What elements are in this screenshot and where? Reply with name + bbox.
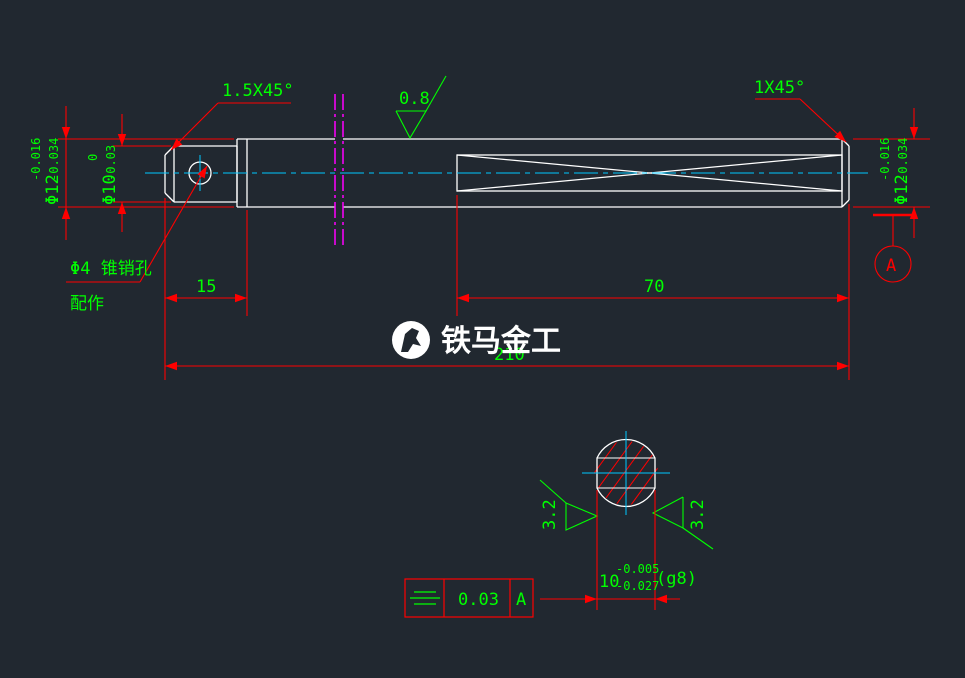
dia-right-lower: -0.034 [896, 138, 910, 181]
section-roughness-left: 3.2 [540, 499, 560, 530]
dia-left-inner-lower: -0.03 [104, 145, 118, 181]
section-width-upper: -0.005 [616, 562, 659, 576]
dia-left-inner-upper: 0 [86, 154, 100, 161]
section-width-lower: -0.027 [616, 579, 659, 593]
datum-label: A [886, 256, 896, 276]
roughness-top-label: 0.8 [399, 89, 430, 109]
watermark-text: 铁马金工 [441, 324, 561, 359]
roughness-symbol-top [395, 75, 447, 140]
chamfer-left-label: 1.5X45° [222, 81, 294, 101]
dim-70-label: 70 [644, 277, 664, 297]
dia-left-inner: Φ10 [100, 174, 120, 205]
pin-hole-label: Φ4 锥销孔 [70, 259, 152, 279]
dia-right: Φ12 [892, 174, 912, 205]
tolerance-value: 0.03 [458, 590, 499, 610]
dia-left-outer-lower: -0.034 [47, 138, 61, 181]
annotation-texts: 1.5X45° 1X45° 0.8 Φ12 -0.016 -0.034 Φ10 … [29, 78, 912, 365]
section-roughness-right: 3.2 [688, 499, 708, 530]
tolerance-frame: 0.03 A [404, 578, 534, 618]
section-fit-class: (g8) [656, 569, 697, 589]
symmetry-icon [410, 591, 440, 605]
pin-hole-note: 配作 [70, 294, 104, 314]
dimension-lines [58, 98, 930, 380]
dim-210-label: 210 [494, 345, 525, 365]
chamfer-right-label: 1X45° [754, 78, 805, 98]
dia-left-outer: Φ12 [43, 174, 63, 205]
break-lines [334, 94, 344, 248]
section-view: 3.2 3.2 10 -0.005 -0.027 (g8) [539, 431, 714, 610]
dia-right-upper: -0.016 [878, 138, 892, 181]
watermark: 铁马金工 [392, 321, 561, 359]
dim-15-label: 15 [196, 277, 216, 297]
tolerance-datum: A [516, 590, 526, 610]
dia-left-outer-upper: -0.016 [29, 138, 43, 181]
section-width: 10 [599, 572, 619, 592]
